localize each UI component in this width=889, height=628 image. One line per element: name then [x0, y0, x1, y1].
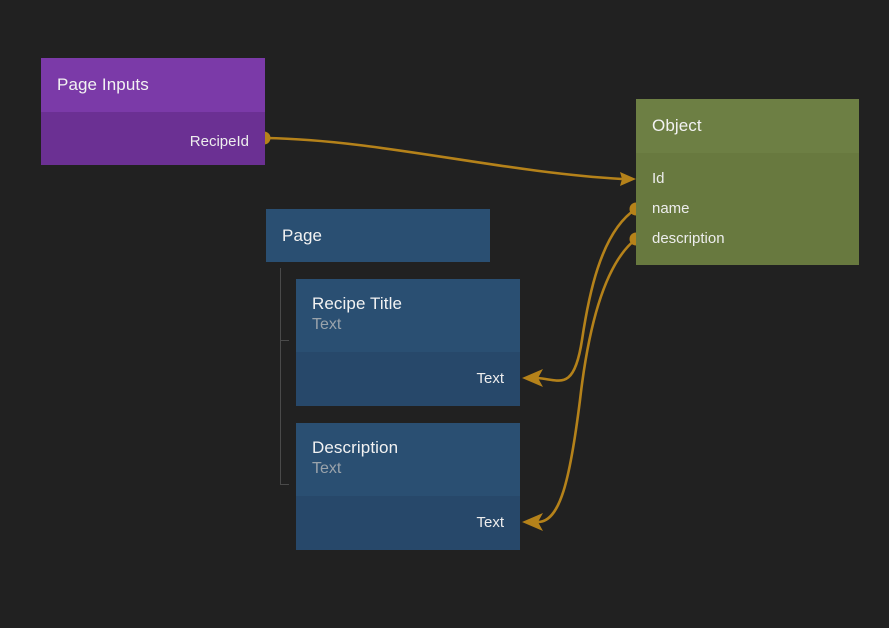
node-object-title: Object: [652, 116, 702, 136]
node-description-body: Text: [296, 496, 520, 550]
node-page-inputs-title: Page Inputs: [57, 75, 149, 95]
port-recipeid-label: RecipeId: [189, 132, 249, 150]
port-object-name-label: name: [652, 199, 690, 217]
port-object-id[interactable]: Id: [636, 163, 859, 193]
port-description-text[interactable]: Text: [296, 507, 520, 537]
edge-description-to-description: [537, 237, 637, 524]
node-recipe-title-subtitle: Text: [312, 316, 342, 334]
node-recipe-title[interactable]: Recipe Title Text Text: [296, 279, 520, 406]
port-recipe-title-text[interactable]: Text: [296, 363, 520, 393]
tree-branch-recipe-title: [280, 340, 289, 341]
port-recipeid[interactable]: RecipeId: [41, 126, 265, 156]
node-page-inputs-header[interactable]: Page Inputs: [41, 58, 265, 112]
edge-recipeid-to-id: [265, 136, 623, 181]
port-object-description[interactable]: description: [636, 223, 859, 253]
edge-arrowhead-description: [522, 513, 543, 531]
node-description-title: Description: [312, 438, 399, 457]
node-page-inputs-body: RecipeId: [41, 112, 265, 165]
port-object-id-label: Id: [652, 169, 665, 187]
node-recipe-title-title: Recipe Title: [312, 294, 403, 313]
port-recipe-title-text-label: Text: [476, 369, 504, 387]
node-page-title: Page: [282, 225, 323, 245]
node-description-subtitle: Text: [312, 460, 342, 478]
port-object-name[interactable]: name: [636, 193, 859, 223]
port-description-text-label: Text: [476, 513, 504, 531]
node-page[interactable]: Page: [266, 209, 490, 262]
node-object-body: Id name description: [636, 153, 859, 265]
edge-arrowhead-id: [620, 172, 636, 186]
node-description-header[interactable]: Description Text: [296, 423, 520, 496]
node-recipe-title-header[interactable]: Recipe Title Text: [296, 279, 520, 352]
node-page-header[interactable]: Page: [266, 209, 490, 262]
node-description[interactable]: Description Text Text: [296, 423, 520, 550]
edge-name-to-recipetitle: [537, 207, 637, 382]
edge-arrowhead-recipetitle: [522, 369, 543, 387]
node-object-header[interactable]: Object: [636, 99, 859, 153]
node-page-inputs[interactable]: Page Inputs RecipeId: [41, 58, 265, 165]
tree-branch-description: [280, 484, 289, 485]
node-recipe-title-body: Text: [296, 352, 520, 406]
node-object[interactable]: Object Id name description: [636, 99, 859, 265]
tree-trunk: [280, 268, 281, 485]
port-object-description-label: description: [652, 229, 725, 247]
